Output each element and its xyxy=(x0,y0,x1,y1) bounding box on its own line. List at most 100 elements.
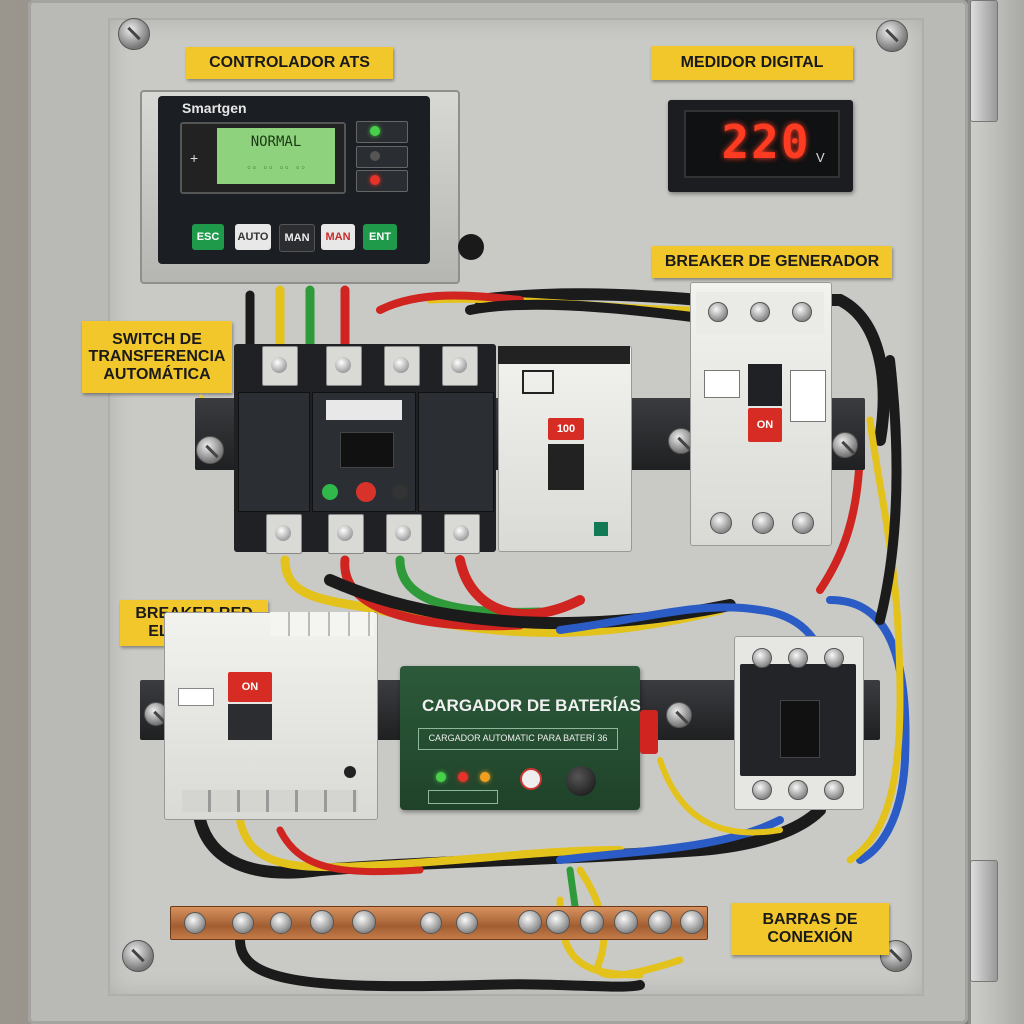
generator-breaker-handle[interactable]: ON xyxy=(748,408,782,442)
screw-icon xyxy=(876,20,908,52)
bolt-icon xyxy=(518,910,542,934)
label-line: SWITCH DE xyxy=(112,330,202,348)
manual-stop-button[interactable]: MAN xyxy=(321,224,355,250)
breaker-info-plate xyxy=(178,688,214,706)
breaker-info-plate xyxy=(704,370,740,398)
screw-icon xyxy=(118,18,150,50)
led-icon xyxy=(370,151,380,161)
bolt-icon xyxy=(824,780,844,800)
breaker-toggle[interactable] xyxy=(228,704,272,740)
breaker-screw xyxy=(344,766,356,778)
bolt-icon xyxy=(750,302,770,322)
bolt-icon xyxy=(824,648,844,668)
breaker-top-strip xyxy=(498,346,630,364)
led-icon xyxy=(370,175,380,185)
breaker-handle[interactable]: 100 xyxy=(548,418,584,440)
screw-icon xyxy=(832,432,858,458)
bolt-icon xyxy=(648,910,672,934)
bolt-icon xyxy=(752,648,772,668)
terminal xyxy=(444,514,480,554)
bolt-icon xyxy=(792,302,812,322)
label-line: AUTOMÁTICA xyxy=(103,365,211,383)
bolt-icon xyxy=(184,912,206,934)
label-digital-meter: MEDIDOR DIGITAL xyxy=(651,46,853,80)
controller-brand: Smartgen xyxy=(182,100,247,116)
esc-button[interactable]: ESC xyxy=(192,224,224,250)
hinge-icon xyxy=(970,860,998,982)
meter-reading: 220 xyxy=(721,115,811,169)
label-generator-breaker: BREAKER DE GENERADOR xyxy=(652,246,892,278)
breaker-window xyxy=(522,370,554,394)
terminal xyxy=(262,346,298,386)
breaker-toggle[interactable] xyxy=(548,444,584,490)
bolt-icon xyxy=(710,512,732,534)
cable-gland xyxy=(458,234,484,260)
label-line: TRANSFERENCIA xyxy=(88,348,226,366)
screw-icon xyxy=(122,940,154,972)
red-button[interactable] xyxy=(356,482,376,502)
label-line: BARRAS DE xyxy=(762,911,858,929)
label-busbar: BARRAS DE CONEXIÓN xyxy=(731,903,889,955)
bolt-icon xyxy=(708,302,728,322)
knob-icon[interactable] xyxy=(566,766,596,796)
terminal xyxy=(386,514,422,554)
bolt-icon xyxy=(752,512,774,534)
bolt-icon xyxy=(546,910,570,934)
breaker-bottom-terminals xyxy=(182,790,358,812)
auto-button[interactable]: AUTO xyxy=(235,224,271,250)
indicator-box xyxy=(356,146,408,168)
breaker-toggle[interactable] xyxy=(748,364,782,406)
bolt-icon xyxy=(270,912,292,934)
switch-lever[interactable] xyxy=(340,432,394,468)
terminal xyxy=(442,346,478,386)
enter-button[interactable]: ENT xyxy=(363,224,397,250)
battery-charger xyxy=(400,666,640,810)
bolt-icon xyxy=(752,780,772,800)
label-ats-switch: SWITCH DE TRANSFERENCIA AUTOMÁTICA xyxy=(82,321,232,393)
meter-unit: V xyxy=(816,150,825,165)
charger-display xyxy=(428,790,498,804)
bolt-icon xyxy=(788,648,808,668)
bolt-icon xyxy=(788,780,808,800)
bolt-icon xyxy=(310,910,334,934)
status-square xyxy=(594,522,608,536)
hinge-icon xyxy=(970,0,998,122)
breaker-terminal-cover xyxy=(270,612,374,636)
warning-icon xyxy=(520,768,542,790)
contactor-actuator xyxy=(780,700,820,758)
terminal-cover xyxy=(640,710,658,754)
green-button[interactable] xyxy=(322,484,338,500)
controller-lcd: NORMAL xyxy=(217,128,335,184)
terminal xyxy=(266,514,302,554)
meter-screen xyxy=(684,110,840,178)
label-ats-controller: CONTROLADOR ATS xyxy=(186,47,393,79)
led-icon xyxy=(436,772,446,782)
charger-subtitle: CARGADOR AUTOMATIC PARA BATERÍ 36 xyxy=(418,728,618,750)
screw-icon xyxy=(196,436,224,464)
plus-icon: + xyxy=(190,150,199,166)
bolt-icon xyxy=(792,512,814,534)
charger-title: CARGADOR DE BATERÍAS xyxy=(422,696,641,715)
bolt-icon xyxy=(232,912,254,934)
label-line: CONEXIÓN xyxy=(767,929,853,946)
screw-icon xyxy=(666,702,692,728)
lcd-status-dots: ◦◦ ◦◦ ◦◦ ◦◦ xyxy=(246,164,306,174)
switch-pole xyxy=(238,392,310,512)
grid-breaker-handle[interactable]: ON xyxy=(228,672,272,702)
cabinet-door-edge xyxy=(968,0,1024,1024)
terminal xyxy=(328,514,364,554)
led-icon xyxy=(458,772,468,782)
bolt-icon xyxy=(680,910,704,934)
bolt-icon xyxy=(352,910,376,934)
led-icon xyxy=(480,772,490,782)
bolt-icon xyxy=(580,910,604,934)
terminal xyxy=(384,346,420,386)
switch-pole xyxy=(418,392,494,512)
bolt-icon xyxy=(456,912,478,934)
bolt-icon xyxy=(614,910,638,934)
manual-button[interactable]: MAN xyxy=(279,224,315,252)
black-button[interactable] xyxy=(392,484,408,500)
breaker-rating-plate xyxy=(790,370,826,422)
indicator-box xyxy=(356,121,408,143)
